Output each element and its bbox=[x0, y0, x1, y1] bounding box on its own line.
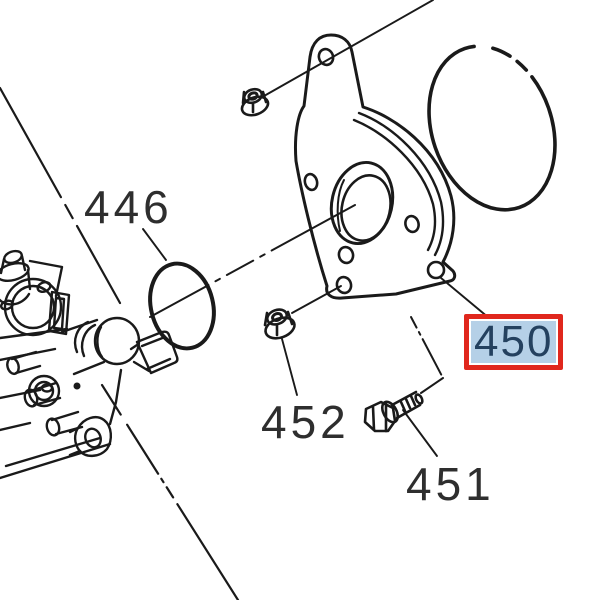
leader-lines bbox=[142, 0, 490, 457]
part-label-446: 446 bbox=[84, 181, 173, 233]
centerline-hole-to-pump-port bbox=[149, 204, 356, 318]
centerline-bottom bbox=[100, 383, 240, 600]
flange-bolt-451-drawing bbox=[363, 390, 424, 433]
supply-pump-assembly-drawing bbox=[0, 249, 179, 480]
flange-nut-452-drawing bbox=[263, 308, 296, 340]
centerline-bolt bbox=[410, 316, 444, 394]
part-label-452: 452 bbox=[261, 396, 350, 448]
flange-nut-upper-drawing bbox=[240, 87, 270, 117]
o-ring-large-drawing bbox=[427, 44, 557, 212]
bracket-plate-drawing bbox=[294, 33, 457, 300]
centerline-top-left bbox=[0, 86, 122, 305]
part-label-450-highlighted[interactable]: 450 bbox=[471, 319, 557, 364]
part-label-451: 451 bbox=[406, 458, 495, 510]
o-ring-446-drawing bbox=[148, 261, 216, 351]
selected-part-box-450[interactable]: 450 bbox=[464, 314, 564, 371]
